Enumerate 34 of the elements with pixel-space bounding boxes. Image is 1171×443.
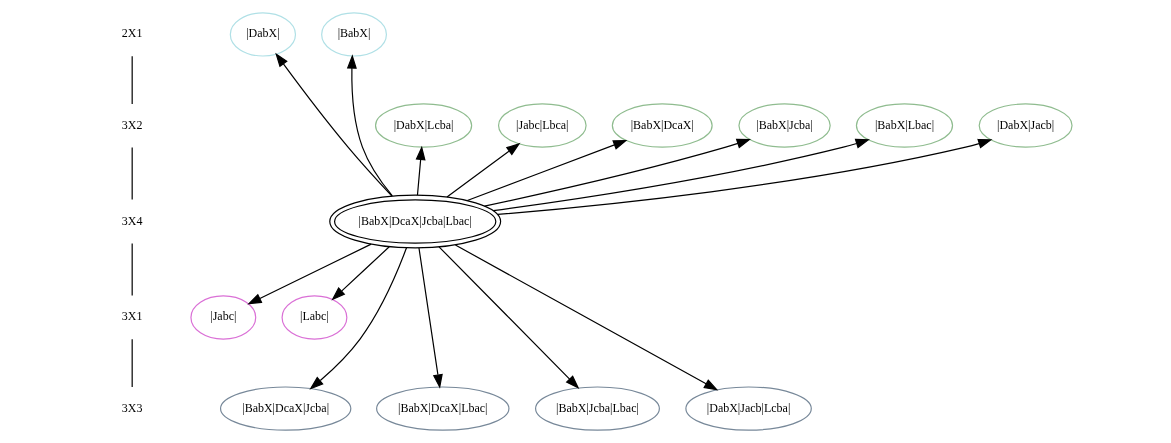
node-ellipse: |Jabc| (189, 295, 256, 340)
arrow (308, 247, 407, 390)
arrow (246, 243, 372, 305)
arrow (466, 139, 627, 202)
node-text: 2X1 (121, 26, 142, 41)
arrow (483, 138, 751, 207)
connector (131, 55, 133, 105)
node-ellipse: |Jabc|Lbca| (497, 103, 587, 148)
node-text: 3X2 (121, 117, 142, 132)
arrow (437, 246, 579, 390)
arrow (492, 138, 870, 212)
arrow (454, 244, 718, 391)
node-text: 3X4 (121, 213, 142, 228)
connector (131, 242, 133, 297)
node-ellipse: |BabX|DcaX|Jcba| (219, 386, 351, 431)
node-ellipse: |BabX|DcaX|Lbac| (375, 386, 510, 431)
arrow (330, 246, 390, 301)
node-text: 3X1 (121, 309, 142, 324)
arrow (415, 145, 426, 196)
node-text: 3X3 (121, 400, 142, 415)
node-ellipse: |DabX| (229, 12, 296, 57)
arrow (346, 54, 393, 197)
arrow (417, 247, 443, 389)
node-ellipse: |DabX|Jacb|Lcba| (684, 386, 812, 431)
node-ellipse: |BabX|DcaX|Jcba|Lbac| (328, 194, 501, 249)
arrow (445, 142, 520, 198)
connector (131, 338, 133, 388)
arrow (274, 52, 393, 197)
node-ellipse: |BabX|Jcba|Lbac| (534, 386, 660, 431)
node-ellipse: |DabX|Lcba| (374, 103, 472, 148)
connector (131, 146, 133, 201)
node-ellipse: |BabX| (320, 12, 387, 57)
arrow (496, 138, 992, 215)
node-ellipse: |Labc| (280, 295, 347, 340)
